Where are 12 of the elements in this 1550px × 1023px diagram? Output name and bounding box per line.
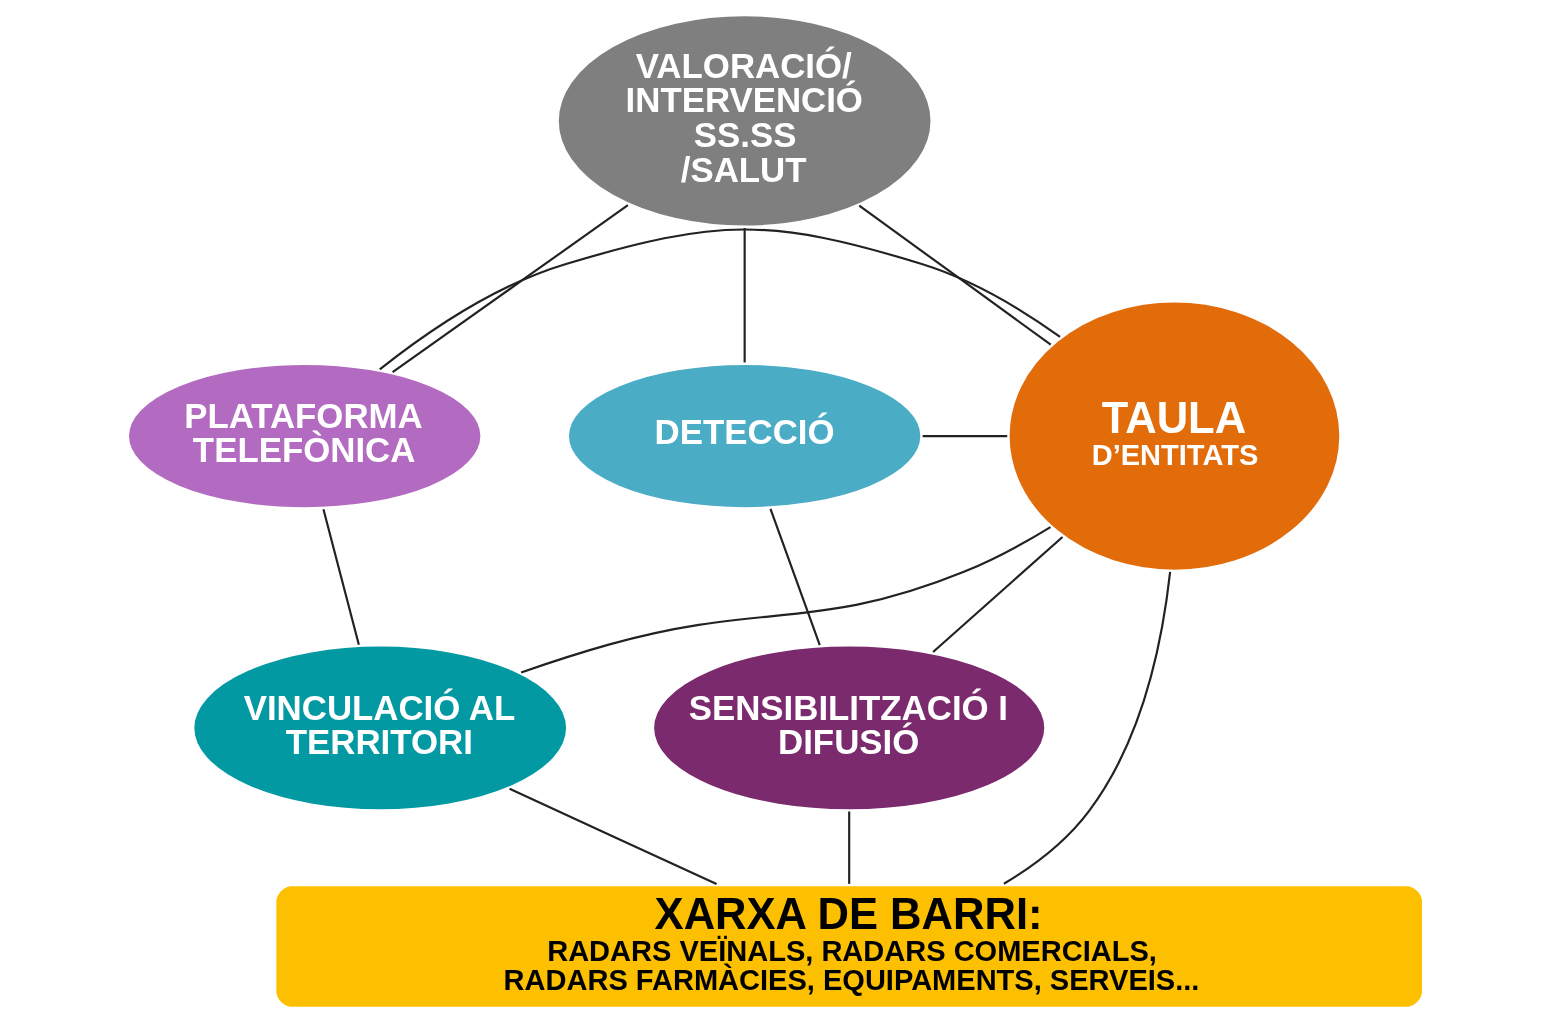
connector [858,204,1051,346]
connector [378,228,1061,371]
connector [321,509,360,646]
connector [508,787,717,885]
connector [743,228,746,363]
connector [1002,571,1171,885]
connector [768,508,821,646]
connector [391,204,629,374]
connector [847,811,850,884]
connector [520,526,1051,674]
connector [922,434,1007,438]
connector [931,536,1063,653]
